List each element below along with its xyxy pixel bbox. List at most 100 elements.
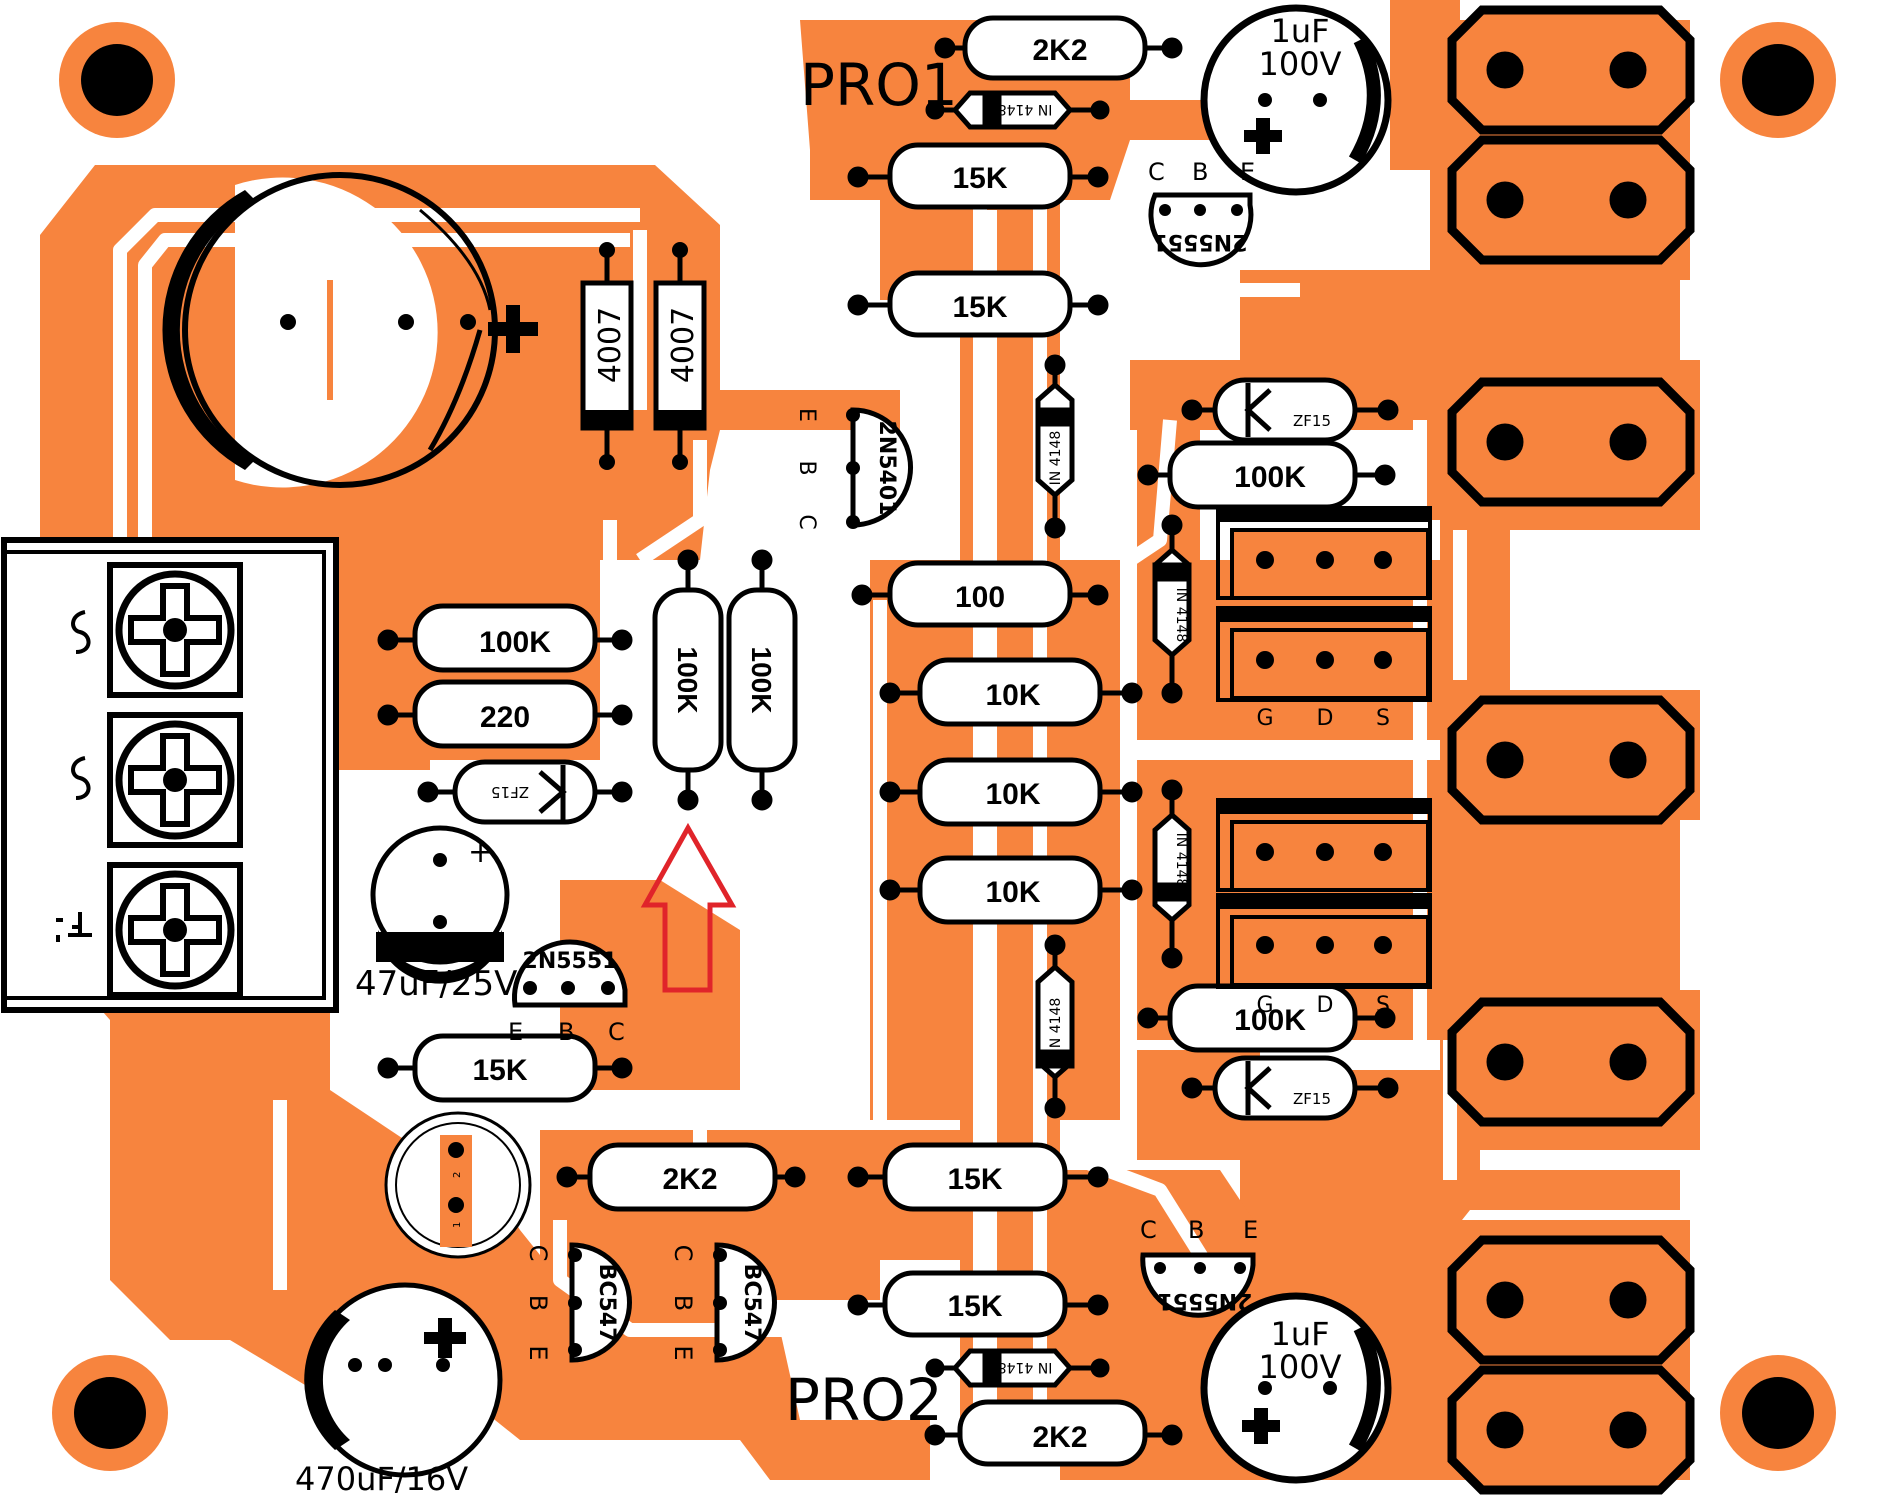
svg-text:G: G (1256, 993, 1273, 1018)
svg-text:D: D (1317, 993, 1334, 1018)
pad-pair-5 (1447, 997, 1695, 1127)
svg-text:15K: 15K (947, 1163, 1002, 1196)
mounting-hole-icon (59, 22, 175, 138)
pad-pair-4 (1447, 695, 1695, 825)
svg-text:IN 4148: IN 4148 (1173, 833, 1189, 888)
svg-text:C: C (524, 1245, 552, 1262)
resistor-100k-vertical-1: 100K (652, 549, 724, 811)
diode-4007-b: 4007 (653, 242, 707, 470)
power-pads (1447, 5, 1695, 1495)
svg-text:100K: 100K (1234, 461, 1306, 494)
resistor-15k-d: 15K (847, 1270, 1109, 1338)
mosfet-bottom: G D S (1216, 798, 1432, 1018)
transistors: 2N5551 C B E 2N5401 E B C 2N5551 E B C 2… (508, 158, 1258, 1363)
svg-text:IN 4148: IN 4148 (1048, 998, 1064, 1053)
mounting-holes (52, 22, 1836, 1471)
screw-terminal-icon (107, 712, 243, 848)
diode-4007-b-label: 4007 (666, 307, 701, 383)
svg-text:+: + (468, 835, 493, 870)
zener-left: ZF15 (417, 759, 633, 825)
svg-text:2N5401: 2N5401 (874, 421, 899, 516)
transistor-2n5551-top: 2N5551 C B E (1148, 158, 1255, 268)
svg-text:100K: 100K (672, 647, 703, 714)
svg-text:ZF15: ZF15 (1293, 1090, 1331, 1108)
diode-1n4148-mid: IN 4148 (1035, 354, 1075, 539)
pad-pair-3 (1447, 377, 1695, 507)
transistor-2n5551-left: 2N5551 E B C (508, 939, 628, 1046)
svg-text:C: C (1148, 158, 1165, 186)
capacitor-1uf-top: 1uF 100V (1200, 4, 1392, 196)
resistor-15k-b: 15K (847, 270, 1109, 338)
svg-text:IN 4148: IN 4148 (998, 1359, 1053, 1375)
svg-text:100K: 100K (479, 626, 551, 659)
svg-text:100: 100 (955, 581, 1005, 614)
svg-text:15K: 15K (472, 1054, 527, 1087)
resistor-10k-b: 10K (879, 757, 1143, 827)
resistor-15k-left: 15K (377, 1033, 633, 1103)
svg-text:B: B (524, 1295, 552, 1311)
resistor-2k2-top: 2K2 (934, 15, 1183, 81)
svg-text:2N5551: 2N5551 (1158, 1288, 1253, 1313)
svg-text:10K: 10K (985, 778, 1040, 811)
svg-text:100K: 100K (1234, 1004, 1306, 1037)
resistor-100: 100 (851, 560, 1109, 628)
resistor-2k2-bottom: 2K2 (924, 1399, 1183, 1467)
svg-text:2: 2 (452, 1172, 463, 1178)
svg-text:IN 4148: IN 4148 (1048, 431, 1064, 486)
svg-text:1uF: 1uF (1270, 12, 1329, 50)
capacitor-47uf-label: 47uF/25V (355, 964, 517, 1004)
screw-terminal-icon (107, 862, 243, 998)
svg-text:15K: 15K (952, 162, 1007, 195)
svg-text:B: B (794, 460, 819, 475)
svg-text:C: C (669, 1245, 697, 1262)
screw-terminal-icon (107, 562, 243, 698)
svg-text:C: C (608, 1018, 625, 1046)
svg-text:10K: 10K (985, 679, 1040, 712)
mosfet-top: G D S (1216, 506, 1432, 731)
svg-text:C: C (1140, 1216, 1157, 1244)
svg-text:S: S (1376, 706, 1390, 731)
svg-text:2K2: 2K2 (1032, 1421, 1087, 1454)
svg-text:100K: 100K (746, 647, 777, 714)
svg-text:1: 1 (452, 1222, 463, 1228)
diode-4007-a: 4007 (580, 242, 634, 470)
capacitor-47uf: + 47uF/25V (355, 825, 517, 1004)
resistor-100k-left: 100K (377, 603, 633, 673)
svg-text:10K: 10K (985, 876, 1040, 909)
diode-1n4148-low: IN 4148 (1035, 934, 1075, 1119)
diode-1n4148-gate-top: IN 4148 (1152, 514, 1192, 704)
diode-1n4148-gate-bottom: IN 4148 (1152, 779, 1192, 969)
resistor-2k2-left: 2K2 (556, 1142, 806, 1212)
sine-wave-icon (71, 756, 91, 800)
transistor-2n5551-bottom: 2N5551 C B E (1140, 1216, 1258, 1318)
svg-text:100V: 100V (1259, 45, 1342, 83)
svg-text:2N5551: 2N5551 (1153, 229, 1248, 254)
svg-text:100V: 100V (1259, 1348, 1342, 1386)
pad-pair-7 (1447, 1365, 1695, 1495)
pad-pair-2 (1447, 135, 1695, 265)
svg-text:G: G (1256, 706, 1273, 731)
resistor-100k-gate-top: 100K (1137, 440, 1396, 510)
svg-text:2K2: 2K2 (662, 1163, 717, 1196)
svg-text:BC547: BC547 (739, 1264, 764, 1343)
svg-text:ZF15: ZF15 (491, 783, 529, 801)
svg-text:E: E (794, 408, 819, 422)
svg-text:220: 220 (480, 701, 530, 734)
svg-text:E: E (1240, 158, 1255, 186)
zener-top: ZF15 (1181, 377, 1399, 443)
svg-text:2N5551: 2N5551 (523, 949, 618, 974)
svg-text:2K2: 2K2 (1032, 34, 1087, 67)
capacitor-470uf-label: 470uF/16V (295, 1460, 468, 1498)
resistor-100k-vertical-2: 100K (726, 549, 798, 811)
pad-pair-6 (1447, 1235, 1695, 1365)
resistor-10k-c: 10K (879, 855, 1143, 925)
svg-text:D: D (1317, 706, 1334, 731)
svg-text:E: E (1243, 1216, 1258, 1244)
svg-text:B: B (558, 1018, 574, 1046)
transistor-bc547-a: BC547 C B E (524, 1242, 632, 1363)
resistors: 2K2 15K 15K 100 10K 10K 10K 15K 15K 2K2 … (377, 15, 1396, 1467)
svg-text:E: E (524, 1345, 552, 1360)
svg-text:IN 4148: IN 4148 (998, 101, 1053, 117)
diode-1n4148-top: IN 4148 (925, 90, 1110, 130)
